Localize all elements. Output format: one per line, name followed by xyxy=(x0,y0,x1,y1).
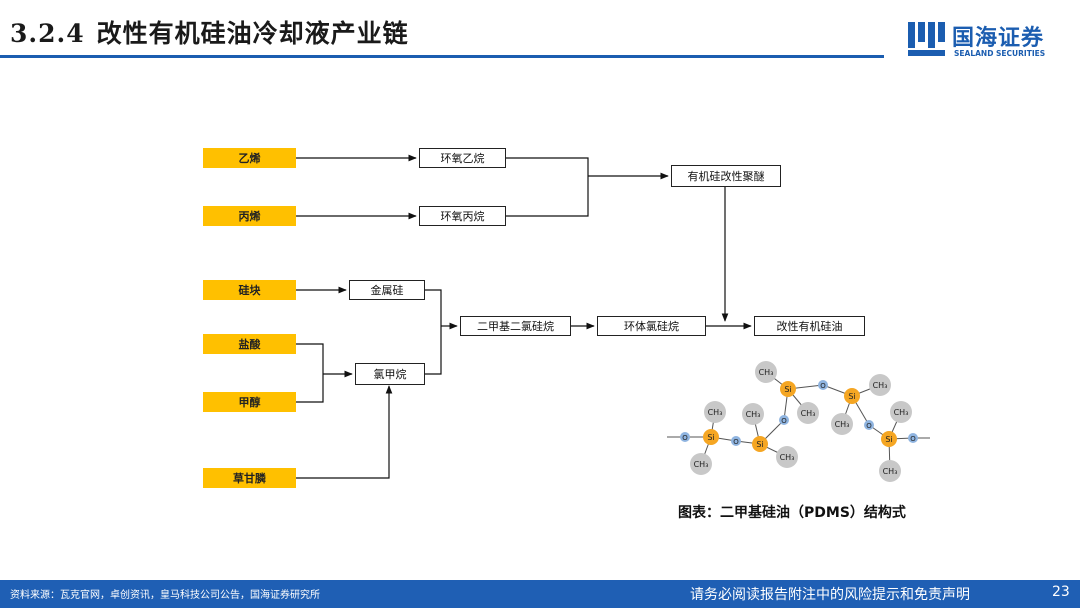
node-methanol: 甲醇 xyxy=(203,392,296,412)
node-chloromethane: 氯甲烷 xyxy=(355,363,425,385)
svg-text:Si: Si xyxy=(885,435,892,444)
pdms-molecule: CH₃ CH₃ CH₃ CH₃ CH₃ CH₃ CH₃ CH₃ CH₃ CH₃ … xyxy=(667,361,930,482)
svg-text:CH₃: CH₃ xyxy=(883,467,898,476)
svg-text:CH₃: CH₃ xyxy=(780,453,795,462)
node-modified-silicone-oil: 改性有机硅油 xyxy=(754,316,865,336)
svg-text:O: O xyxy=(910,435,916,443)
svg-text:O: O xyxy=(733,438,739,446)
logo-text-cn: 国海证券 xyxy=(952,26,1045,51)
node-propylene-oxide: 环氧丙烷 xyxy=(419,206,506,226)
svg-text:CH₃: CH₃ xyxy=(801,409,816,418)
svg-text:CH₃: CH₃ xyxy=(759,368,774,377)
footer-bar: 资料来源：瓦克官网，卓创资讯，皇马科技公司公告，国海证券研究所 请务必阅读报告附… xyxy=(0,580,1080,608)
svg-text:Si: Si xyxy=(848,392,855,401)
svg-text:O: O xyxy=(820,382,826,390)
sealand-logo-icon xyxy=(908,22,945,56)
node-propylene: 丙烯 xyxy=(203,206,296,226)
svg-text:CH₃: CH₃ xyxy=(873,381,888,390)
company-logo: 国海证券 SEALAND SECURITIES xyxy=(906,18,1066,62)
node-metallic-silicon: 金属硅 xyxy=(349,280,425,300)
source-note: 资料来源：瓦克官网，卓创资讯，皇马科技公司公告，国海证券研究所 xyxy=(10,590,320,601)
section-title: 改性有机硅油冷却液产业链 xyxy=(96,19,409,48)
svg-text:Si: Si xyxy=(784,385,791,394)
node-cyclosiloxane: 环体氯硅烷 xyxy=(597,316,706,336)
svg-text:Si: Si xyxy=(756,440,763,449)
arrow-hcl-methanol-merge xyxy=(296,343,324,403)
svg-text:O: O xyxy=(682,434,688,442)
section-number: 3.2.4 xyxy=(10,19,85,48)
node-silicone-polyether: 有机硅改性聚醚 xyxy=(671,165,781,187)
svg-text:CH₃: CH₃ xyxy=(694,460,709,469)
svg-text:CH₃: CH₃ xyxy=(835,420,850,429)
node-hydrochloric-acid: 盐酸 xyxy=(203,334,296,354)
svg-text:Si: Si xyxy=(707,433,714,442)
node-dmdcs: 二甲基二氯硅烷 xyxy=(460,316,571,336)
arrow-metal-chloro-merge xyxy=(425,289,442,375)
header-divider xyxy=(0,55,884,58)
page-title: 3.2.4 改性有机硅油冷却液产业链 xyxy=(10,14,409,50)
page-number: 23 xyxy=(1052,584,1070,600)
svg-text:O: O xyxy=(781,417,787,425)
svg-text:CH₃: CH₃ xyxy=(708,408,723,417)
arrow-eo-po-to-polyether xyxy=(506,157,589,217)
node-silicon-block: 硅块 xyxy=(203,280,296,300)
logo-text-en: SEALAND SECURITIES xyxy=(954,49,1046,58)
node-ethylene-oxide: 环氧乙烷 xyxy=(419,148,506,168)
molecule-caption: 图表：二甲基硅油（PDMS）结构式 xyxy=(678,505,906,521)
svg-text:CH₃: CH₃ xyxy=(746,410,761,419)
disclaimer-text: 请务必阅读报告附注中的风险提示和免责声明 xyxy=(690,587,970,603)
arrow-glyphosate-to-chloromethane xyxy=(296,385,393,479)
svg-text:CH₃: CH₃ xyxy=(894,408,909,417)
svg-text:O: O xyxy=(866,422,872,430)
node-ethylene: 乙烯 xyxy=(203,148,296,168)
node-glyphosate: 草甘膦 xyxy=(203,468,296,488)
